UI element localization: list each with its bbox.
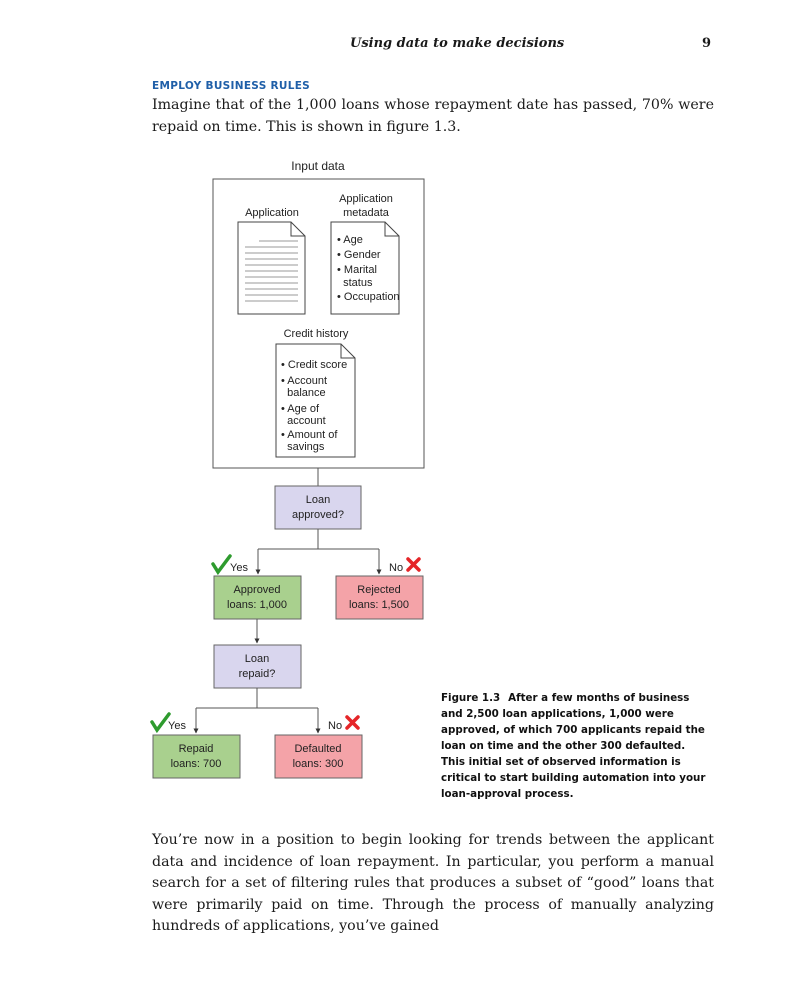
defaulted-line2: loans: 300	[293, 758, 344, 770]
decision2-line2: repaid?	[239, 668, 276, 680]
credit-item: • Credit score	[281, 359, 347, 371]
check-icon	[211, 554, 232, 576]
credit-item: • Age of	[281, 403, 320, 415]
metadata-document-icon	[330, 221, 400, 315]
rejected-line1: Rejected	[357, 584, 400, 596]
defaulted-line1: Defaulted	[294, 743, 341, 755]
yes-label: Yes	[230, 562, 248, 574]
metadata-item: status	[337, 277, 373, 289]
application-label: Application	[245, 207, 299, 219]
credit-item: balance	[281, 387, 326, 399]
rejected-loans-box	[335, 575, 424, 620]
decision2-line1: Loan	[245, 653, 269, 665]
intro-paragraph: Imagine that of the 1,000 loans whose re…	[152, 97, 714, 135]
cross-icon	[406, 557, 421, 572]
page-number: 9	[701, 36, 711, 51]
repaid-line1: Repaid	[179, 743, 214, 755]
running-title: Using data to make decisions	[350, 36, 565, 51]
metadata-item: • Occupation	[337, 291, 400, 303]
rejected-line2: loans: 1,500	[349, 599, 409, 611]
defaulted-loans-box	[274, 734, 363, 779]
cross-icon	[345, 715, 360, 730]
credit-item: • Account	[281, 375, 327, 387]
loan-repaid-decision	[213, 644, 302, 689]
no-label: No	[389, 562, 403, 574]
credit-item: • Amount of	[281, 429, 338, 441]
yes-label: Yes	[168, 720, 186, 732]
loan-approved-decision	[274, 485, 362, 530]
metadata-item: • Marital	[337, 264, 377, 276]
caption-text: After a few months of business and 2,500…	[441, 692, 706, 800]
check-icon	[150, 712, 171, 734]
credit-document-icon	[275, 343, 356, 458]
approved-line2: loans: 1,000	[227, 599, 287, 611]
approved-loans-box	[213, 575, 302, 620]
metadata-item: • Age	[337, 234, 363, 246]
credit-item: savings	[281, 441, 325, 453]
metadata-label-line2: metadata	[343, 207, 390, 219]
no-label: No	[328, 720, 342, 732]
decision1-line1: Loan	[306, 494, 330, 506]
figure-label: Figure 1.3	[441, 692, 501, 704]
approved-line1: Approved	[233, 584, 280, 596]
running-head: Using data to make decisions 9	[340, 36, 716, 56]
decision1-line2: approved?	[292, 509, 344, 521]
input-data-title: Input data	[291, 159, 345, 173]
metadata-item: • Gender	[337, 249, 381, 261]
application-document-icon	[237, 221, 306, 315]
credit-history-label: Credit history	[284, 328, 349, 340]
repaid-loans-box	[152, 734, 241, 779]
repaid-line2: loans: 700	[171, 758, 222, 770]
metadata-label-line1: Application	[339, 193, 393, 205]
body-paragraph: You’re now in a position to begin lookin…	[152, 832, 714, 934]
credit-item: account	[281, 415, 326, 427]
section-heading: Employ business rules	[152, 80, 311, 92]
